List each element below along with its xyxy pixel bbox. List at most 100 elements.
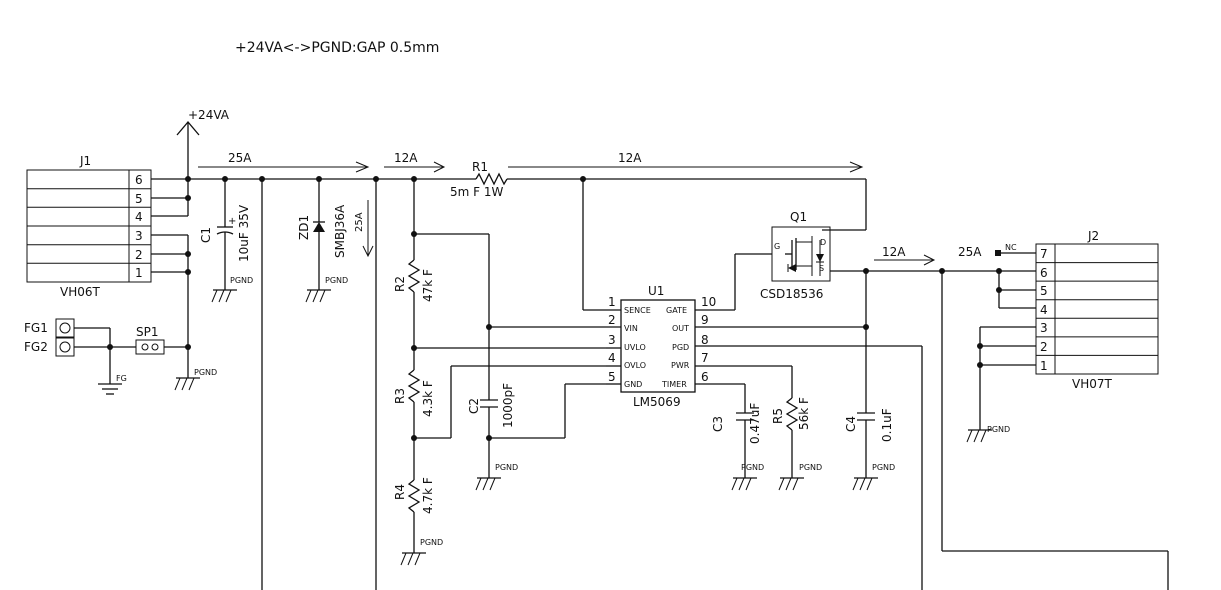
zener-zd1: ZD1 SMBJ36A: [297, 179, 347, 290]
r5-ref: R5: [771, 408, 785, 424]
gnd-label: PGND: [872, 463, 895, 472]
current-label-25a: 25A: [354, 212, 365, 232]
resistor-r1: R1 5m F 1W: [450, 160, 866, 199]
current-arrow-12a-out: 12A: [874, 245, 936, 266]
zd1-value: SMBJ36A: [333, 204, 347, 258]
sp1-ref: SP1: [136, 325, 159, 339]
frame-ground-section: FG1 FG2 SP1: [24, 318, 191, 384]
current-label-25a: 25A: [228, 151, 252, 165]
r4-value: 4.7k F: [421, 477, 435, 514]
u1-pin-num: 3: [608, 333, 616, 347]
c4-ref: C4: [844, 416, 858, 432]
q1-gate-label: G: [774, 242, 780, 251]
u1-pin-name: OUT: [672, 324, 689, 333]
j2-name: VH07T: [1072, 377, 1113, 391]
fg1-label: FG1: [24, 321, 48, 335]
capacitor-c1: + C1 10uF 35V: [199, 179, 251, 290]
svg-text:+: +: [228, 216, 236, 227]
resistor-r2: R2 47k F: [393, 259, 435, 370]
ic-u1: U1 LM5069 1 2 3 4 5 SENCE VIN UVLO OVLO …: [489, 179, 923, 590]
ground-symbol: PGND: [400, 538, 443, 566]
j2-pin-6: 6: [1040, 266, 1048, 280]
gnd-label: PGND: [230, 276, 253, 285]
gnd-label: PGND: [194, 368, 217, 377]
gnd-label: PGND: [325, 276, 348, 285]
j2-pin-7: 7: [1040, 247, 1048, 261]
current-arrow-25a-down: 25A: [354, 200, 374, 258]
q1-drain-label: D: [820, 238, 826, 247]
frame-ground-symbol: FG: [98, 374, 127, 395]
u1-ref: U1: [648, 284, 664, 298]
j1-wiring: [151, 176, 191, 378]
c4-value: 0.1uF: [880, 408, 894, 442]
power-symbol-24va: +24VA: [176, 108, 230, 179]
gnd-label: PGND: [799, 463, 822, 472]
current-label-12a: 12A: [882, 245, 906, 259]
current-label-12a: 12A: [618, 151, 642, 165]
r5-value: 56k F: [797, 397, 811, 430]
q1-value: CSD18536: [760, 287, 823, 301]
power-label: +24VA: [188, 108, 230, 122]
current-label-12a: 12A: [394, 151, 418, 165]
current-label-25a: 25A: [958, 245, 982, 259]
ground-symbol: PGND: [475, 463, 518, 491]
fg2-label: FG2: [24, 340, 48, 354]
u1-pin-name: UVLO: [624, 343, 646, 352]
u1-pin-num: 8: [701, 333, 709, 347]
j1-pin-1: 1: [135, 266, 143, 280]
c3-value: 0.47uF: [748, 403, 762, 444]
j2-wiring: NC: [977, 243, 1036, 430]
c1-ref: C1: [199, 227, 213, 243]
ground-symbol: PGND: [852, 463, 895, 491]
zd1-ref: ZD1: [297, 215, 311, 240]
ground-symbol: PGND: [305, 276, 348, 303]
resistor-r4: R4 4.7k F: [393, 477, 435, 553]
q1-source-label: S: [819, 264, 824, 273]
j1-pin-4: 4: [135, 210, 143, 224]
j1-pin-3: 3: [135, 229, 143, 243]
ground-symbol: PGND: [966, 425, 1010, 443]
j1-pin-5: 5: [135, 192, 143, 206]
r1-ref: R1: [472, 160, 488, 174]
gnd-label: PGND: [987, 425, 1010, 434]
capacitor-c4: C4 0.1uF: [844, 271, 894, 478]
c2-ref: C2: [467, 398, 481, 414]
c1-value: 10uF 35V: [237, 204, 251, 262]
u1-pin-num: 4: [608, 351, 616, 365]
u1-pin-name: GND: [624, 380, 642, 389]
r3-value: 4.3k F: [421, 380, 435, 417]
mosfet-q1: Q1 G D S CSD18536: [760, 210, 866, 301]
j2-pin-3: 3: [1040, 321, 1048, 335]
c2-value: 1000pF: [501, 383, 515, 428]
u1-pin-name: PGD: [672, 343, 689, 352]
r2-ref: R2: [393, 276, 407, 292]
u1-pin-num: 6: [701, 370, 709, 384]
u1-pin-num: 2: [608, 313, 616, 327]
u1-pin-num: 5: [608, 370, 616, 384]
u1-pin-name: OVLO: [624, 361, 646, 370]
u1-value: LM5069: [633, 395, 681, 409]
r1-value: 5m F 1W: [450, 185, 503, 199]
j2-ref: J2: [1087, 229, 1099, 243]
resistor-r3: R3 4.3k F: [393, 369, 435, 480]
u1-pin-name: TIMER: [661, 380, 687, 389]
current-arrow-12a-top: 12A: [508, 151, 864, 173]
ground-symbol: PGND: [731, 463, 764, 491]
gap-note: +24VA<->PGND:GAP 0.5mm: [235, 40, 439, 56]
gnd-label: PGND: [741, 463, 764, 472]
nc-label: NC: [1005, 243, 1017, 252]
u1-pin-num: 10: [701, 295, 716, 309]
j1-ref: J1: [79, 154, 91, 168]
u1-pin-name: VIN: [624, 324, 638, 333]
capacitor-c3: C3 0.47uF: [711, 384, 762, 478]
j2-pin-5: 5: [1040, 284, 1048, 298]
current-arrow-25a-main: 25A: [198, 151, 370, 173]
current-arrow-12a-in: 12A: [384, 151, 446, 173]
resistor-r5: R5 56k F: [771, 366, 811, 478]
u1-pin-num: 9: [701, 313, 709, 327]
u1-pin-name: SENCE: [624, 306, 651, 315]
capacitor-c2: C2 1000pF: [467, 383, 515, 478]
u1-pin-name: PWR: [671, 361, 690, 370]
j2-pin-1: 1: [1040, 359, 1048, 373]
